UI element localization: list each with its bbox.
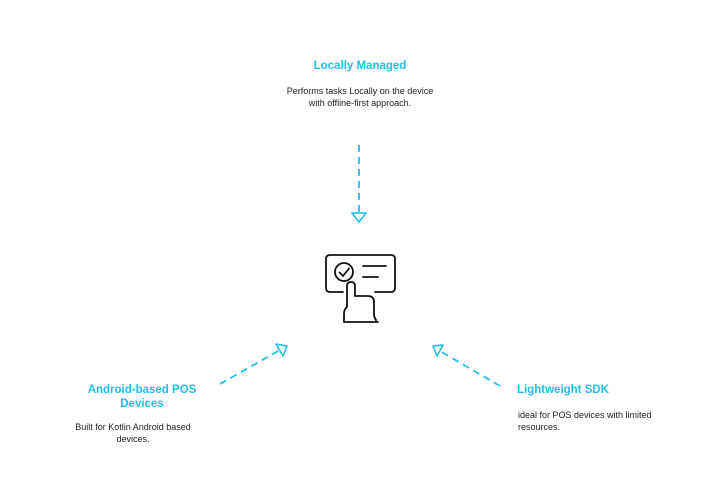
finger: [343, 281, 377, 323]
locally-managed-title: Locally Managed: [313, 60, 407, 72]
check-mark: [338, 267, 350, 277]
arrow-right-to-center: [432, 344, 501, 387]
check-circle: [334, 262, 354, 282]
locally-managed-description: Performs tasks Locally on the device wit…: [286, 86, 434, 108]
arrow-left-head: [275, 343, 288, 357]
arrow-top-to-center: [351, 145, 367, 223]
android-pos-description: Built for Kotlin Android based devices.: [75, 422, 191, 444]
arrow-right-head: [432, 344, 444, 357]
screen-frame: [325, 254, 396, 293]
android-pos-title: Android-based POS Devices: [87, 384, 197, 410]
lightweight-sdk-title: Lightweight SDK: [517, 384, 609, 396]
arrow-left-to-center: [219, 343, 288, 385]
arrow-left-line: [219, 349, 281, 385]
arrow-right-line: [439, 350, 501, 387]
lightweight-sdk-description: ideal for POS devices with limited resou…: [518, 410, 652, 432]
arrow-top-head: [351, 212, 367, 223]
touch-screen-check-icon: [325, 254, 396, 323]
